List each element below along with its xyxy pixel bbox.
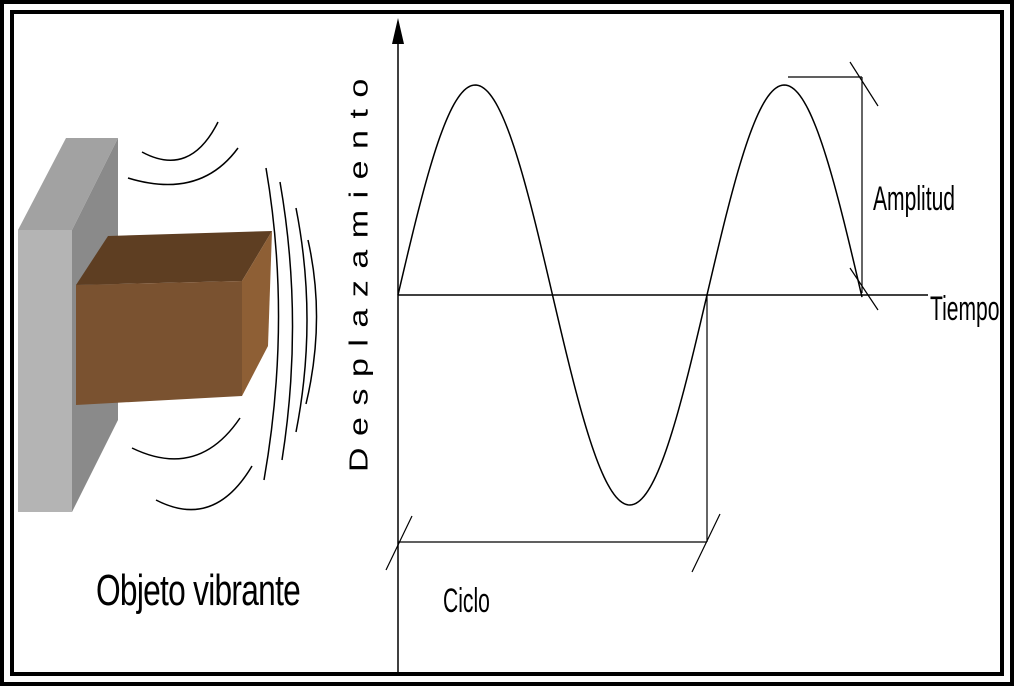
cycle-label: Ciclo — [443, 582, 490, 620]
object-label: Objeto vibrante — [96, 566, 301, 615]
y-axis-arrow-icon — [392, 18, 404, 44]
displacement-curve — [397, 84, 863, 506]
amplitude-label: Amplitud — [873, 180, 956, 218]
cycle-dimension — [385, 295, 721, 573]
amplitude-dimension — [788, 61, 879, 311]
x-axis-label: Tiempo — [930, 290, 1000, 328]
vibration-waves — [127, 121, 318, 511]
vibrating-block — [76, 231, 272, 405]
y-axis-label: Desplazamiento — [345, 67, 374, 472]
axes — [397, 40, 928, 672]
